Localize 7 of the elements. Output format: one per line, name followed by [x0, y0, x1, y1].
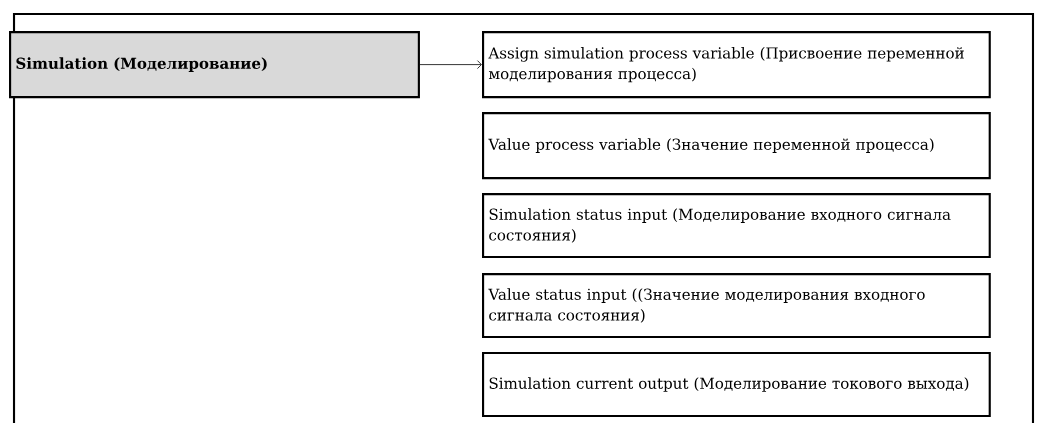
arrow: [419, 60, 482, 69]
parameter-box: Simulation status input (Моделирование входного сигнала состояния): [482, 193, 991, 259]
parameter-box: Simulation current output (Моделирование токового выхода): [482, 352, 991, 418]
menu-box: Simulation (Моделирование): [9, 31, 420, 99]
parameter-box: Value process variable (Значение переменной процесса): [482, 112, 991, 180]
parameter-box: Value status input ((Значение моделирования входного сигнала состояния): [482, 273, 991, 339]
parameter-box: Assign simulation process variable (Присвоение переменной моделирования процесса): [482, 31, 991, 99]
